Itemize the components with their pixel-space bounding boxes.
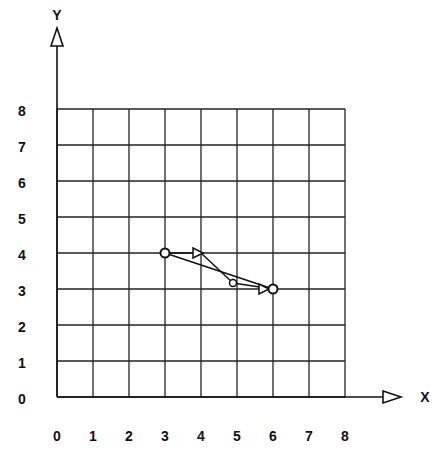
end-point	[269, 285, 278, 294]
grid-line	[57, 108, 345, 109]
axes	[51, 28, 401, 403]
axis-tick-label: 1	[89, 429, 97, 443]
axis-tick-label: 0	[53, 429, 61, 443]
step-point	[230, 280, 237, 287]
axis-name: Y	[52, 8, 61, 22]
axis-tick-label: 8	[341, 429, 349, 443]
axis-tick-label: 0	[18, 392, 26, 406]
y-arrowhead	[51, 28, 63, 46]
axis-tick-label: 4	[197, 429, 205, 443]
axis-tick-label: 5	[18, 212, 26, 226]
axis-tick-label: 2	[18, 320, 26, 334]
axis-tick-label: 6	[269, 429, 277, 443]
interpolation-path	[161, 248, 278, 294]
grid-line	[57, 324, 345, 325]
grid	[57, 109, 345, 397]
grid-line	[57, 288, 345, 289]
axis-tick-label: 6	[18, 176, 26, 190]
step-line	[201, 253, 233, 283]
grid-line	[57, 180, 345, 181]
axis-tick-label: 7	[18, 140, 26, 154]
grid-line	[57, 360, 345, 361]
x-arrowhead	[383, 391, 401, 403]
grid-line	[57, 144, 345, 145]
start-point	[161, 249, 170, 258]
axis-tick-label: 2	[125, 429, 133, 443]
grid-line	[57, 216, 345, 217]
axis-tick-label: 8	[18, 104, 26, 118]
axis-tick-label: 3	[161, 429, 169, 443]
axis-tick-label: 1	[18, 356, 26, 370]
y-axis	[56, 28, 58, 397]
axis-name: X	[420, 390, 429, 404]
axis-tick-label: 7	[305, 429, 313, 443]
axis-tick-label: 4	[18, 248, 26, 262]
x-axis	[57, 396, 400, 398]
step-arrow	[193, 248, 203, 258]
axis-tick-label: 3	[18, 284, 26, 298]
straight-line	[165, 253, 273, 289]
axis-tick-label: 5	[233, 429, 241, 443]
